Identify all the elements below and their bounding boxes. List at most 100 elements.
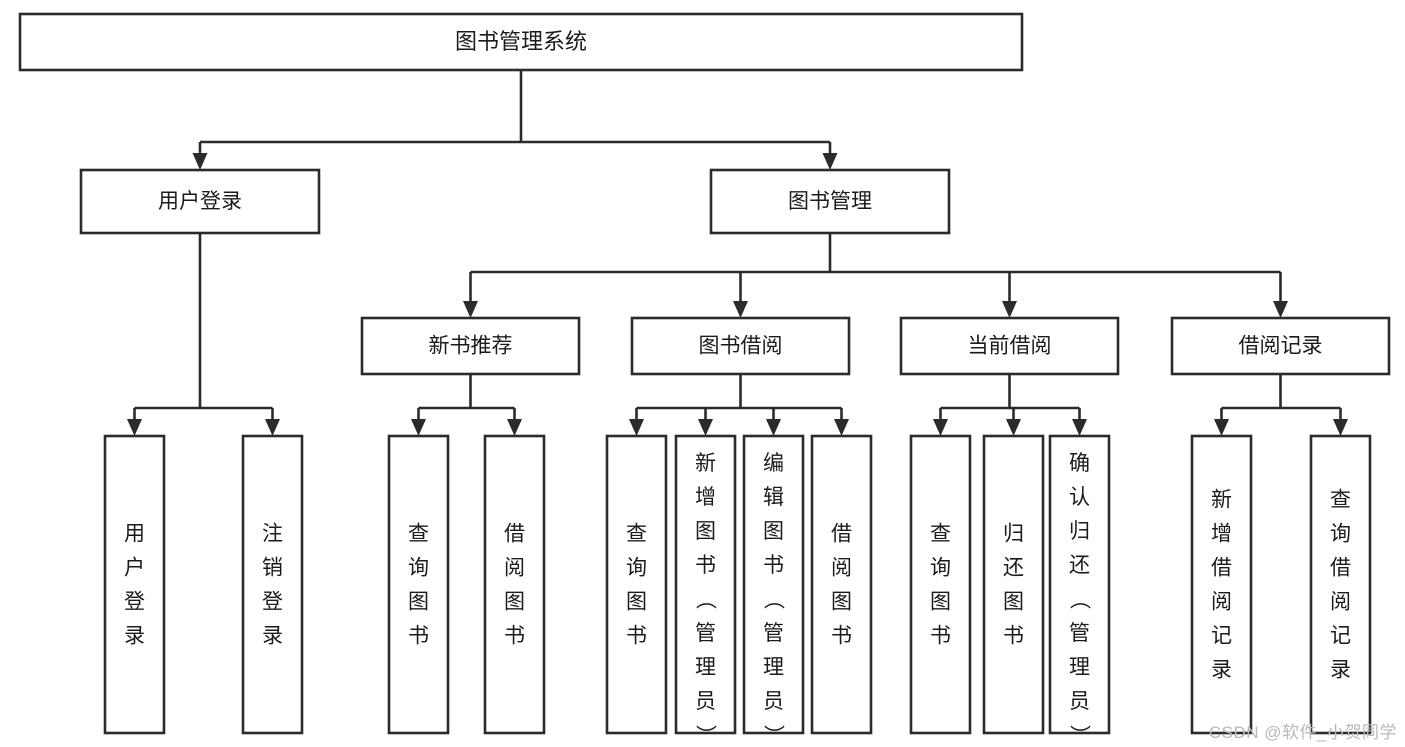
arrow-head-icon <box>834 419 849 436</box>
leaf-node-7-rect <box>810 434 873 735</box>
level2-node-0-label: 用户登录 <box>158 190 242 213</box>
leaf-node-12-rect <box>1309 434 1372 735</box>
level3-node-2[interactable]: 当前借阅 <box>899 316 1120 376</box>
node-layer: 图书管理系统用户登录图书管理新书推荐图书借阅当前借阅借阅记录用户登录注销登录查询… <box>18 12 1391 746</box>
root-node[interactable]: 图书管理系统 <box>18 12 1024 72</box>
svg-text:查: 查 <box>1330 489 1351 512</box>
svg-text:询: 询 <box>626 557 647 580</box>
leaf-node-10-rect <box>1048 434 1111 735</box>
svg-text:询: 询 <box>930 557 951 580</box>
svg-text:书: 书 <box>695 554 716 577</box>
level2-node-1-rect <box>709 168 951 235</box>
arrow-head-icon <box>463 301 478 318</box>
level3-node-3[interactable]: 借阅记录 <box>1170 316 1391 376</box>
svg-text:编: 编 <box>763 452 784 475</box>
svg-text:书: 书 <box>763 554 784 577</box>
svg-text:）: ） <box>1068 725 1091 746</box>
leaf-node-5-rect <box>674 434 737 735</box>
leaf-node-0-rect <box>103 434 166 735</box>
svg-text:书: 书 <box>930 625 951 648</box>
level2-node-1[interactable]: 图书管理 <box>709 168 951 235</box>
svg-text:登: 登 <box>262 591 283 614</box>
svg-text:员: 员 <box>1069 690 1090 713</box>
level3-node-1[interactable]: 图书借阅 <box>630 316 851 376</box>
svg-text:销: 销 <box>262 557 283 580</box>
level3-node-3-rect <box>1170 316 1391 376</box>
svg-text:管: 管 <box>695 622 716 645</box>
level3-node-0[interactable]: 新书推荐 <box>360 316 581 376</box>
svg-text:查: 查 <box>408 523 429 546</box>
arrow-head-icon <box>1273 301 1288 318</box>
root-node-rect <box>18 12 1024 72</box>
arrow-head-icon <box>766 419 781 436</box>
svg-text:户: 户 <box>124 557 145 580</box>
arrow-head-icon <box>1006 419 1021 436</box>
leaf-node-8-rect <box>909 434 972 735</box>
svg-text:录: 录 <box>1330 659 1351 682</box>
svg-text:图: 图 <box>504 591 525 614</box>
svg-text:理: 理 <box>763 656 784 679</box>
svg-text:员: 员 <box>695 690 716 713</box>
svg-text:阅: 阅 <box>504 557 525 580</box>
root-node-label: 图书管理系统 <box>455 29 587 54</box>
svg-text:认: 认 <box>1069 486 1090 509</box>
leaf-node-6-rect <box>742 434 805 735</box>
svg-text:书: 书 <box>1003 625 1024 648</box>
svg-text:阅: 阅 <box>1211 591 1232 614</box>
leaf-node-0[interactable]: 用户登录 <box>103 434 166 735</box>
svg-text:理: 理 <box>695 656 716 679</box>
svg-text:（: （ <box>694 589 717 610</box>
svg-text:查: 查 <box>626 523 647 546</box>
level2-node-0[interactable]: 用户登录 <box>79 168 321 235</box>
svg-text:阅: 阅 <box>1330 591 1351 614</box>
level2-node-0-rect <box>79 168 321 235</box>
svg-text:还: 还 <box>1003 557 1024 580</box>
arrow-head-icon <box>933 419 948 436</box>
connector-layer <box>127 70 1348 436</box>
arrow-head-icon <box>698 419 713 436</box>
svg-text:图: 图 <box>763 520 784 543</box>
svg-text:借: 借 <box>831 523 852 546</box>
svg-text:借: 借 <box>1330 557 1351 580</box>
leaf-node-11-rect <box>1190 434 1253 735</box>
svg-text:借: 借 <box>504 523 525 546</box>
svg-text:（: （ <box>1068 589 1091 610</box>
svg-text:录: 录 <box>262 625 283 648</box>
svg-text:管: 管 <box>763 622 784 645</box>
svg-text:登: 登 <box>124 591 145 614</box>
svg-text:图: 图 <box>1003 591 1024 614</box>
svg-text:录: 录 <box>1211 659 1232 682</box>
level3-node-1-rect <box>630 316 851 376</box>
arrow-head-icon <box>1214 419 1229 436</box>
arrow-head-icon <box>192 153 208 170</box>
svg-text:增: 增 <box>695 486 716 509</box>
svg-text:查: 查 <box>930 523 951 546</box>
svg-text:辑: 辑 <box>763 486 784 509</box>
arrow-head-icon <box>411 419 426 436</box>
arrow-head-icon <box>507 419 522 436</box>
arrow-head-icon <box>1002 301 1017 318</box>
csdn-watermark: CSDN @软件_小贺同学 <box>1208 723 1397 742</box>
arrow-head-icon <box>127 419 142 436</box>
